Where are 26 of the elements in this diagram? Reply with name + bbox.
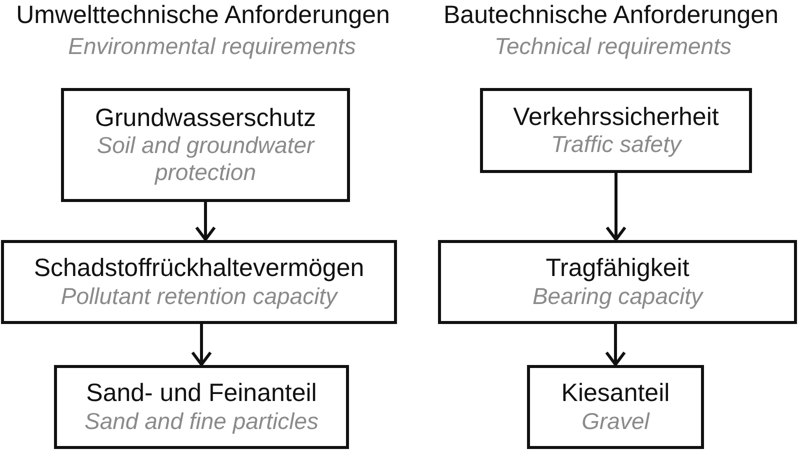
german-term: Grundwasserschutz: [95, 104, 316, 132]
german-term: Kiesanteil: [561, 379, 670, 408]
process-box: [480, 88, 752, 173]
column-heading: Umwelttechnische Anforderungen: [16, 1, 390, 30]
german-term: Tragfähigkeit: [546, 254, 690, 283]
english-translation: Sand and fine particles: [84, 408, 318, 435]
arrow: [606, 173, 626, 241]
arrow: [195, 202, 216, 241]
arrow: [191, 324, 212, 366]
english-translation: Traffic safety: [551, 131, 681, 158]
german-term: Sand- und Feinanteil: [86, 379, 317, 408]
english-translation: Gravel: [582, 408, 650, 435]
german-term: Verkehrssicherheit: [513, 102, 719, 132]
english-translation: Bearing capacity: [532, 282, 703, 310]
process-box: [438, 240, 797, 324]
heading-translation: Technical requirements: [494, 33, 732, 60]
english-translation: Soil and groundwater protection: [96, 132, 316, 186]
german-term: Schadstoffrückhaltevermögen: [34, 254, 364, 283]
english-translation: Pollutant retention capacity: [60, 282, 338, 310]
heading-translation: Environmental requirements: [68, 33, 356, 60]
arrow: [605, 324, 626, 366]
process-box: [61, 88, 350, 202]
process-box: [1, 240, 397, 324]
process-box: [527, 365, 704, 449]
process-box: [54, 365, 349, 449]
column-heading: Bautechnische Anforderungen: [444, 1, 778, 30]
